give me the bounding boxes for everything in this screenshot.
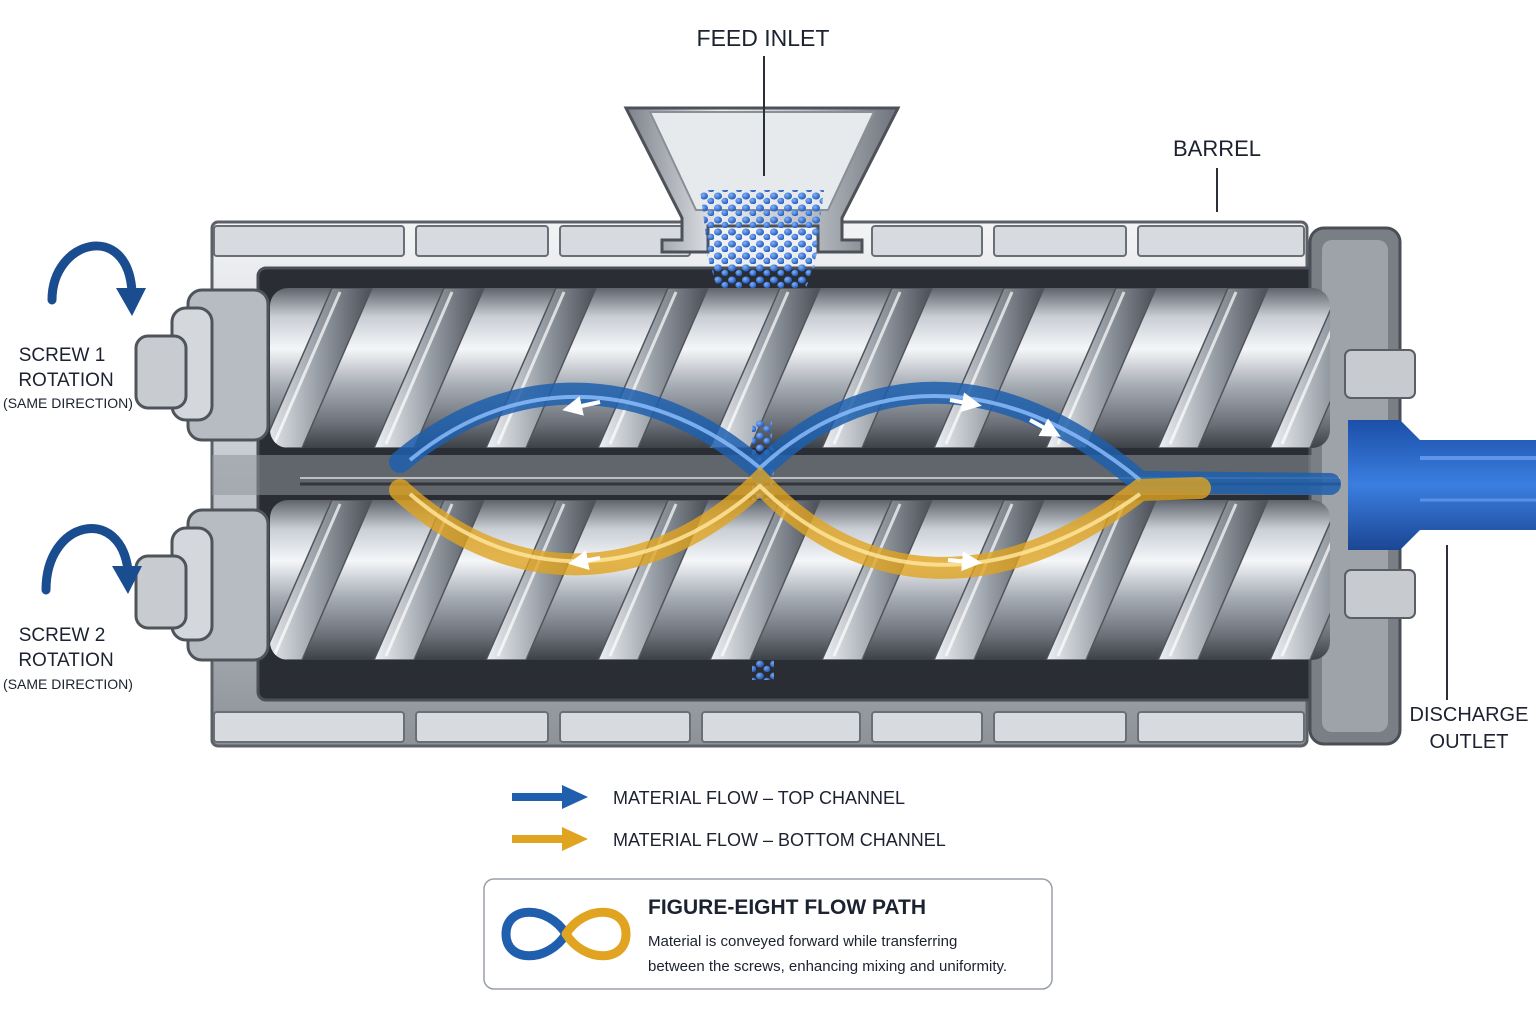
- discharge-label-line1: DISCHARGE: [1410, 704, 1529, 726]
- screw-flight-highlight: [1168, 291, 1238, 445]
- feed-hopper: [623, 106, 901, 268]
- barrel-label: BARREL: [1173, 136, 1261, 161]
- legend: MATERIAL FLOW – TOP CHANNEL MATERIAL FLO…: [512, 785, 946, 851]
- screw-2-flights: [270, 500, 1330, 660]
- legend-item-bottom: MATERIAL FLOW – BOTTOM CHANNEL: [512, 827, 946, 851]
- screw-flight-highlight: [944, 503, 1014, 657]
- screw-flight-highlight: [496, 503, 566, 657]
- legend-label-bottom: MATERIAL FLOW – BOTTOM CHANNEL: [613, 830, 946, 850]
- screw-flight-highlight: [1168, 503, 1238, 657]
- screw-1-flights: [270, 288, 1330, 448]
- feed-inlet-label: FEED INLET: [697, 25, 830, 51]
- discharge-label-line2: OUTLET: [1430, 731, 1509, 753]
- info-card-line1: Material is conveyed forward while trans…: [648, 933, 957, 950]
- screw-2-rotation-arrow: [41, 524, 142, 595]
- screw-flight-highlight: [1280, 503, 1330, 657]
- screw-flight-highlight: [272, 291, 342, 445]
- screw-2: [270, 500, 1330, 660]
- barrel-bottom-segments: [213, 711, 1305, 743]
- info-card: FIGURE-EIGHT FLOW PATH Material is conve…: [483, 878, 1053, 990]
- screw-flight-highlight: [720, 503, 790, 657]
- screw-1-label-line2: ROTATION: [18, 370, 113, 391]
- legend-label-top: MATERIAL FLOW – TOP CHANNEL: [613, 788, 905, 808]
- screw-flight-highlight: [496, 291, 566, 445]
- screw-flight-highlight: [944, 291, 1014, 445]
- screw-flight-highlight: [384, 291, 454, 445]
- screw-1-label-line1: SCREW 1: [19, 345, 106, 366]
- info-card-line2: between the screws, enhancing mixing and…: [648, 958, 1007, 975]
- screw-1: [270, 288, 1330, 448]
- bottom-flow-path: [389, 466, 1211, 579]
- screw-flight-highlight: [608, 291, 678, 445]
- screw-flight-highlight: [720, 291, 790, 445]
- legend-item-top: MATERIAL FLOW – TOP CHANNEL: [512, 785, 905, 809]
- infinity-icon: [501, 907, 631, 961]
- info-card-title: FIGURE-EIGHT FLOW PATH: [648, 896, 926, 919]
- screw-flight-highlight: [272, 503, 342, 657]
- screw-flight-highlight: [1056, 503, 1126, 657]
- screw-2-label-line2: ROTATION: [18, 650, 113, 671]
- screw-2-label-line3: (SAME DIRECTION): [3, 676, 133, 692]
- screw-flight-highlight: [1280, 291, 1330, 445]
- screw-1-rotation-arrow: [47, 241, 146, 316]
- shaft-end-bottom: [134, 508, 270, 662]
- shaft-end-top: [134, 288, 270, 442]
- screw-flight-highlight: [832, 503, 902, 657]
- discharge-outlet-stream: [1348, 420, 1536, 550]
- screw-2-label-line1: SCREW 2: [19, 625, 106, 646]
- screw-flight-highlight: [608, 503, 678, 657]
- screw-1-label-line3: (SAME DIRECTION): [3, 395, 133, 411]
